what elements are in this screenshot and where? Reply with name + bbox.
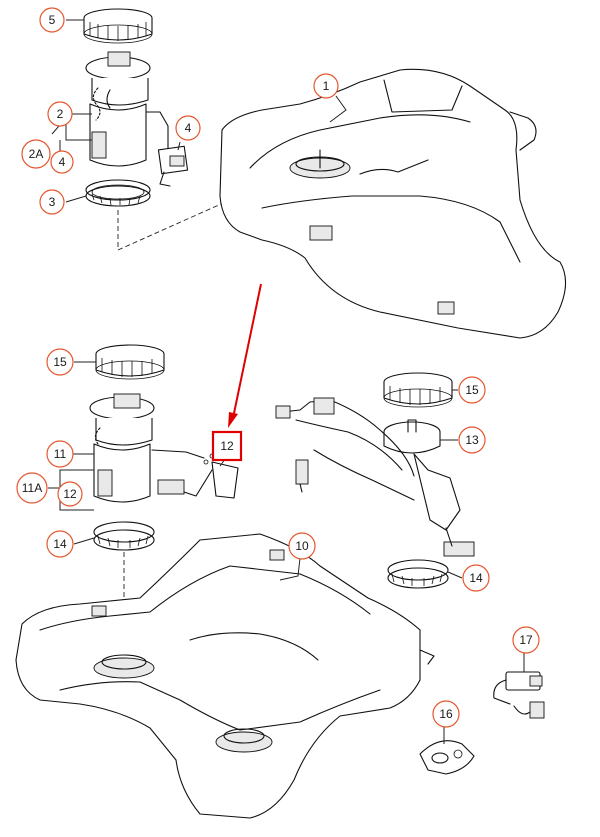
callout-12-highlighted-label: 12 <box>220 439 234 453</box>
callout-3-label: 3 <box>49 195 56 209</box>
fuel-tank-top <box>219 68 567 339</box>
callout-11: 11 <box>46 440 74 468</box>
locking-ring-right <box>383 372 453 408</box>
callout-1-label: 1 <box>323 79 330 93</box>
highlight-arrow <box>228 283 262 428</box>
callout-14-left: 14 <box>46 530 74 558</box>
callout-14-right: 14 <box>462 564 490 592</box>
callout-2: 2 <box>47 101 73 127</box>
callout-12-lower: 12 <box>57 481 83 507</box>
callout-16: 16 <box>432 700 460 728</box>
sensor-connector-part <box>493 671 545 719</box>
callout-10: 10 <box>288 532 316 560</box>
callout-13: 13 <box>458 426 486 454</box>
transfer-pump-unit <box>383 419 475 557</box>
callout-15-right-label: 15 <box>465 383 479 397</box>
wiring-harness <box>275 397 415 501</box>
callout-3: 3 <box>39 189 65 215</box>
callout-14-right-label: 14 <box>469 571 483 585</box>
fuel-pump-unit-lower <box>89 393 205 503</box>
locking-ring-left <box>95 344 165 380</box>
callout-15-left: 15 <box>46 348 74 376</box>
callout-2a: 2A <box>21 139 51 169</box>
callout-16-label: 16 <box>439 707 453 721</box>
callout-15-left-label: 15 <box>53 355 67 369</box>
alignment-line-top <box>117 199 231 251</box>
seal-ring-right <box>387 559 449 589</box>
callout-4-right-label: 4 <box>185 121 192 135</box>
callout-4-right: 4 <box>175 115 201 141</box>
callout-10-label: 10 <box>295 539 309 553</box>
callout-17: 17 <box>512 626 540 654</box>
callout-5: 5 <box>39 7 65 33</box>
callout-11a: 11A <box>16 472 48 504</box>
locking-ring-top <box>83 8 153 44</box>
seal-ring-left <box>93 521 155 551</box>
callout-11-label: 11 <box>54 447 67 461</box>
callout-12-lower-label: 12 <box>63 487 77 501</box>
callout-13-label: 13 <box>465 433 479 447</box>
callout-11a-label: 11A <box>22 481 42 495</box>
fuel-gauge-sender-lower <box>183 453 239 499</box>
callout-12-highlighted: 12 <box>211 430 243 462</box>
callout-2a-label: 2A <box>29 147 44 161</box>
callout-4-left-label: 4 <box>59 155 66 169</box>
cover-plate-part <box>419 740 475 775</box>
fuel-pump-unit-top <box>85 51 169 167</box>
callout-2-label: 2 <box>57 107 64 121</box>
fuel-tank-lower <box>15 533 435 819</box>
callout-4-left: 4 <box>50 150 74 174</box>
callout-15-right: 15 <box>458 376 486 404</box>
callout-1: 1 <box>313 73 339 99</box>
fuel-gauge-sender-top <box>157 145 189 187</box>
callout-5-label: 5 <box>49 13 56 27</box>
callout-14-left-label: 14 <box>53 537 67 551</box>
seal-ring-top <box>85 179 151 207</box>
callout-17-label: 17 <box>519 633 533 647</box>
